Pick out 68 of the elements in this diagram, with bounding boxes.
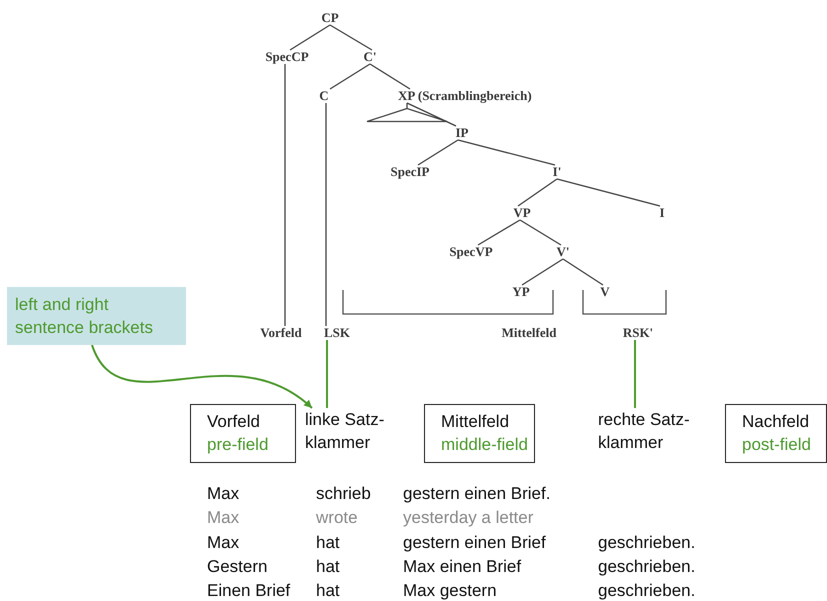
example-word: Max einen Brief bbox=[403, 557, 522, 577]
bracket-label: linke Satz- klammer bbox=[305, 408, 415, 454]
tree-branch bbox=[330, 63, 370, 90]
field-name: Mittelfeld bbox=[441, 411, 510, 433]
tree-node-label: C' bbox=[364, 50, 376, 64]
tree-branch bbox=[370, 63, 410, 90]
tree-branch bbox=[556, 178, 660, 207]
example-word: Max bbox=[207, 533, 240, 553]
arrow bbox=[91, 344, 313, 409]
tree-node-label: LSK bbox=[324, 326, 350, 340]
gloss-word: wrote bbox=[316, 508, 358, 528]
example-word: Max gestern bbox=[403, 581, 497, 601]
tree-node-label: V' bbox=[556, 245, 570, 259]
example-word: Einen Brief bbox=[207, 581, 290, 601]
tree-branch bbox=[478, 219, 520, 246]
tree-node-label: SpecVP bbox=[449, 245, 493, 259]
example-word: hat bbox=[316, 557, 340, 577]
field-box bbox=[725, 404, 827, 463]
tree-node-label: SpecCP bbox=[265, 50, 309, 64]
tree-node-label: IP bbox=[456, 126, 468, 140]
bracket-label: rechte Satz- klammer bbox=[598, 408, 713, 454]
gloss-word: Max bbox=[207, 508, 240, 528]
triangle-symbol bbox=[367, 108, 447, 122]
example-word: geschrieben. bbox=[598, 533, 696, 553]
example-word: Max bbox=[207, 484, 240, 504]
connector-line bbox=[634, 340, 636, 408]
tree-branch bbox=[418, 139, 458, 166]
tree-branch bbox=[284, 64, 286, 326]
tree-branch bbox=[330, 24, 372, 51]
example-word: gestern einen Brief. bbox=[403, 484, 550, 504]
example-word: gestern einen Brief bbox=[403, 533, 546, 553]
field-translation: pre-field bbox=[207, 434, 268, 456]
connector-line bbox=[326, 340, 328, 408]
example-word: hat bbox=[316, 533, 340, 553]
note-callout: left and right sentence brackets bbox=[7, 287, 186, 345]
tree-node-label: CP bbox=[321, 11, 339, 25]
example-word: schrieb bbox=[316, 484, 371, 504]
tree-node-label: I' bbox=[552, 165, 562, 179]
tree-node-label: YP bbox=[512, 285, 530, 299]
example-word: Gestern bbox=[207, 557, 268, 577]
tree-branch bbox=[562, 258, 604, 286]
tree-branch bbox=[406, 103, 408, 108]
field-box bbox=[424, 404, 535, 463]
tree-node-label: V bbox=[600, 285, 610, 299]
tree-node-label: SpecIP bbox=[390, 165, 430, 179]
example-word: geschrieben. bbox=[598, 581, 696, 601]
tree-node-label: C bbox=[319, 89, 329, 103]
field-translation: middle-field bbox=[441, 434, 528, 456]
tree-branch bbox=[518, 178, 558, 207]
tree-node-label: XP (Scramblingbereich) bbox=[398, 89, 532, 103]
tree-node-label: RSK' bbox=[622, 326, 654, 340]
gloss-word: yesterday a letter bbox=[403, 508, 534, 528]
tree-node-label: I bbox=[659, 206, 665, 220]
field-translation: post-field bbox=[742, 434, 811, 456]
tree-node-label: Vorfeld bbox=[260, 326, 302, 340]
field-name: Nachfeld bbox=[742, 411, 810, 433]
tree-branch bbox=[520, 219, 562, 246]
field-name: Vorfeld bbox=[207, 411, 260, 433]
tree-branch bbox=[458, 139, 556, 166]
tree-branch bbox=[406, 102, 456, 127]
tree-branch bbox=[522, 258, 564, 286]
field-box bbox=[190, 404, 296, 463]
example-word: hat bbox=[316, 581, 340, 601]
tree-branch bbox=[290, 24, 330, 51]
tree-branch bbox=[325, 103, 327, 326]
tree-node-label: VP bbox=[513, 206, 531, 220]
tree-node-label: Mittelfeld bbox=[502, 326, 556, 340]
example-word: geschrieben. bbox=[598, 557, 696, 577]
